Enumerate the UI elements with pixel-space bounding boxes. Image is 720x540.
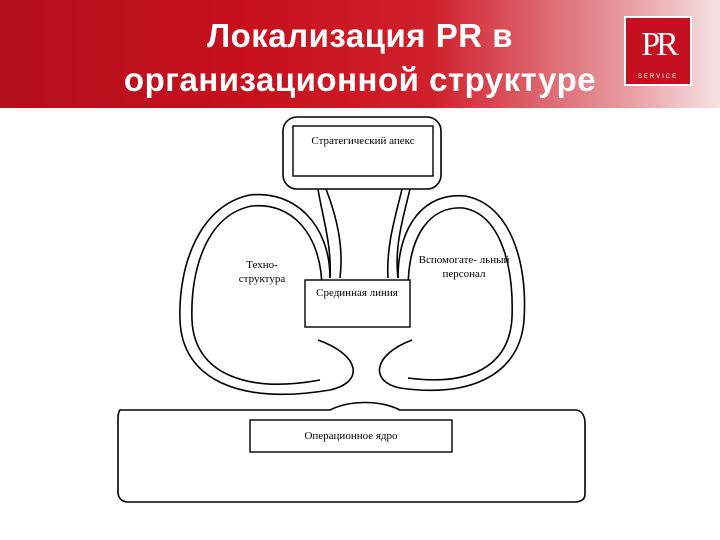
logo-subtext: SERVICE [637, 74, 679, 80]
strategic-apex-label: Стратегический апекс [311, 135, 415, 147]
technostructure-inner-outline [191, 204, 323, 385]
middle-line-label: Срединная линия [316, 287, 398, 299]
middle-line-box [304, 279, 411, 328]
technostructure-ellipse [179, 193, 355, 396]
pr-service-logo: PR SERVICE [624, 16, 692, 86]
operating-core-label: Операционное ядро [304, 430, 398, 442]
support-staff-inner-outline [407, 207, 513, 381]
technostructure-label: Техно- структура [238, 259, 286, 285]
operating-core-box [249, 419, 453, 453]
operating-core-outline [117, 401, 586, 503]
support-staff-label: Вспомогате- льный персонал [418, 254, 510, 280]
page-title-line-1: Локализация PR в [206, 17, 514, 54]
apex-neck-right-outer [396, 188, 411, 279]
strategic-apex-box [292, 125, 434, 177]
support-staff-ellipse [378, 194, 526, 392]
title-banner: Локализация PR в организационной структу… [0, 0, 720, 108]
apex-neck-left-inner [325, 188, 342, 279]
page-title: Локализация PR в организационной структу… [0, 14, 720, 102]
apex-neck-right-inner [386, 188, 403, 279]
strategic-apex-outline [282, 116, 442, 190]
logo-letters: PR [641, 26, 679, 63]
page-title-line-2: организационной структуре [123, 61, 597, 98]
